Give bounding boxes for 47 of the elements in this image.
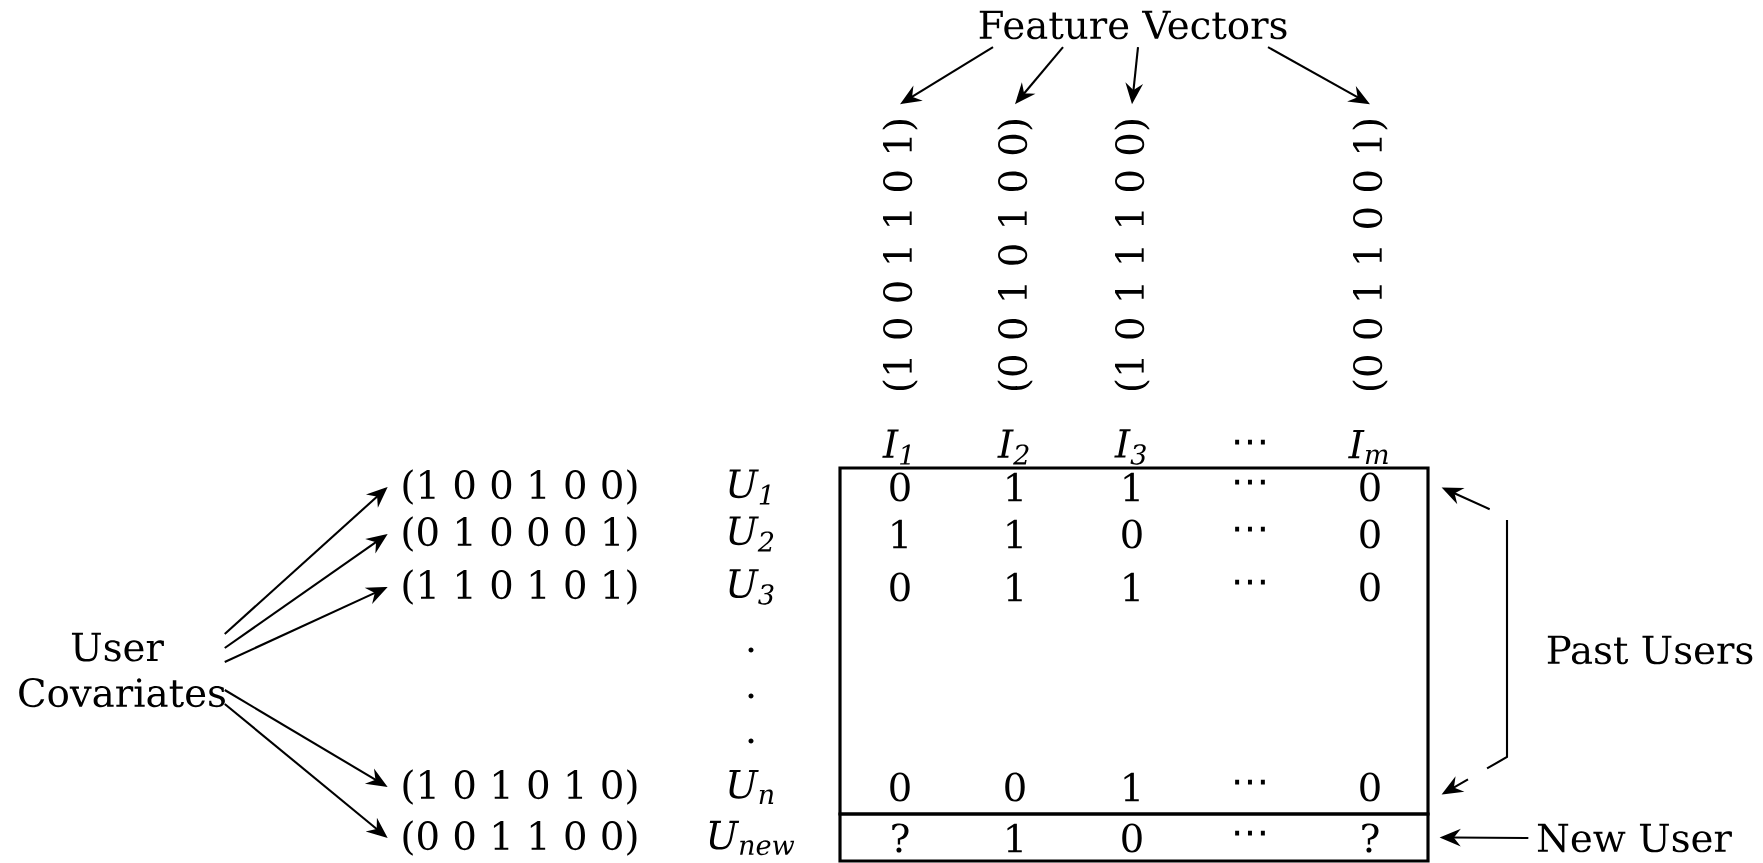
matrix-entry: 1: [1124, 472, 1139, 502]
column-vector: (1 0 0 1 1 0 1): [882, 120, 918, 390]
matrix-entry: ?: [1362, 823, 1379, 853]
matrix-header-label: U$_{new}$: [709, 820, 795, 856]
matrix-entry: ⋯: [1235, 779, 1265, 785]
heading-text: Feature Vectors: [979, 10, 1287, 40]
row-vector: (1 1 0 1 0 1): [403, 569, 637, 605]
matrix-entry: 0: [1122, 823, 1142, 853]
side-text: New User: [1537, 823, 1732, 853]
column-vector: (0 0 1 1 0 0 1): [1352, 120, 1388, 390]
new-user-row-box: [838, 812, 1430, 863]
column-vector: (1 0 1 1 1 0 0): [1114, 120, 1150, 390]
matrix-entry: ⋯: [1235, 579, 1265, 585]
matrix-entry: 0: [890, 772, 910, 802]
matrix-entry: 0: [1360, 519, 1380, 549]
matrix-entry: ⋯: [1235, 830, 1265, 836]
matrix-header-label: U$_{3}$: [729, 569, 774, 605]
matrix-entry: 1: [1124, 572, 1139, 602]
matrix-entry: 0: [1122, 519, 1142, 549]
matrix-entry: ⋯: [1235, 526, 1265, 532]
ellipsis-label: .: [748, 647, 754, 653]
matrix-entry: 1: [1124, 772, 1139, 802]
matrix-entry: 0: [890, 472, 910, 502]
row-vector: (1 0 0 1 0 0): [403, 469, 637, 505]
row-vector: (0 0 1 1 0 0): [403, 820, 637, 856]
column-vector: (0 0 1 0 1 0 0): [997, 120, 1033, 390]
matrix-entry: 1: [1007, 572, 1022, 602]
matrix-entry: 0: [1360, 472, 1380, 502]
matrix-entry: 0: [1005, 772, 1025, 802]
ellipsis-label: .: [748, 693, 754, 699]
row-vector: (1 0 1 0 1 0): [403, 769, 637, 805]
matrix-header-label: U$_{n}$: [729, 770, 774, 804]
matrix-entry: 1: [892, 519, 907, 549]
matrix-entry: 0: [890, 572, 910, 602]
matrix-entry: 1: [1007, 472, 1022, 502]
matrix-entry: 0: [1360, 572, 1380, 602]
matrix-entry: 0: [1360, 772, 1380, 802]
matrix-entry: 1: [1007, 823, 1022, 853]
matrix-entry: 1: [1007, 519, 1022, 549]
row-vector: (0 1 0 0 0 1): [403, 516, 637, 552]
matrix-header-label: U$_{2}$: [729, 516, 774, 552]
matrix-entry: ⋯: [1235, 479, 1265, 485]
side-text: User Covariates: [19, 632, 225, 708]
ellipsis-label: .: [748, 738, 754, 744]
side-text: Past Users: [1547, 635, 1753, 665]
matrix-entry: ?: [892, 823, 909, 853]
matrix-header-label: U$_{1}$: [729, 469, 770, 505]
